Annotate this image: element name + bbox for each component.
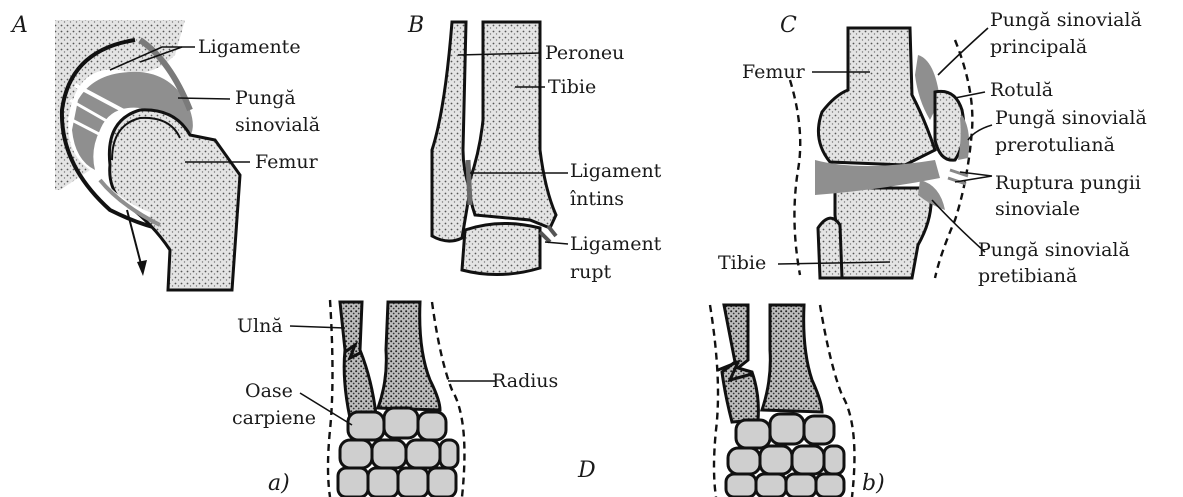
- panel-label-b-sub: b): [862, 471, 885, 496]
- label-ruptura-2: sinoviale: [995, 198, 1080, 220]
- panel-label-a: A: [10, 13, 28, 38]
- label-radius: Radius: [492, 370, 558, 392]
- force-arrow-head: [137, 260, 147, 276]
- label-ligament-intins-2: întins: [570, 188, 624, 210]
- label-punga-1: Pungă: [235, 87, 296, 109]
- tibia-c: [835, 188, 931, 278]
- panel-label-c: C: [780, 13, 797, 38]
- label-tibie-b: Tibie: [548, 76, 596, 98]
- label-punga-principala-1: Pungă sinovială: [990, 9, 1142, 31]
- label-punga-pretibiana-1: Pungă sinovială: [978, 239, 1130, 261]
- panel-b-ankle: B Peroneu Tibie Ligament întins Ligament…: [407, 13, 662, 283]
- label-ligament-rupt-1: Ligament: [570, 233, 662, 255]
- label-oase-carpiene-1: Oase: [245, 380, 293, 402]
- carpal-bones-a: [338, 408, 458, 497]
- fibula-c: [818, 218, 842, 278]
- label-oase-carpiene-2: carpiene: [232, 407, 316, 429]
- talus: [462, 223, 540, 274]
- skin-left-b: [710, 305, 718, 497]
- label-punga-prerotuliana-1: Pungă sinovială: [995, 107, 1147, 129]
- label-peroneu: Peroneu: [545, 42, 624, 64]
- skin-line-back: [790, 80, 800, 275]
- force-arrow-line: [127, 210, 142, 268]
- patella: [935, 91, 964, 160]
- radius-a: [378, 302, 440, 410]
- label-femur-a: Femur: [255, 151, 319, 173]
- radius-b: [762, 305, 822, 412]
- femur-c: [818, 28, 935, 165]
- label-ruptura-1: Ruptura pungii: [995, 172, 1141, 194]
- label-punga-pretibiana-2: pretibiană: [978, 265, 1077, 287]
- label-ligament-rupt-2: rupt: [570, 261, 611, 283]
- skin-left-a: [328, 300, 333, 497]
- carpal-bones-b: [726, 414, 844, 497]
- panel-c-knee: C Femur Tibie Pungă sinovială principală…: [718, 9, 1147, 287]
- ligament-stretched: [468, 160, 470, 205]
- panel-label-d: D: [577, 458, 596, 483]
- label-punga-2: sinovială: [235, 114, 320, 136]
- panel-d-wrist-b: b): [710, 305, 885, 497]
- ulna-a: [340, 302, 376, 418]
- label-rotula: Rotulă: [990, 79, 1053, 101]
- panel-d-wrist-a: Ulnă Radius Oase carpiene a) D: [232, 300, 596, 497]
- panel-label-a-sub: a): [268, 471, 290, 496]
- label-femur-c: Femur: [742, 61, 806, 83]
- label-punga-prerotuliana-2: prerotuliană: [995, 134, 1115, 156]
- label-punga-principala-2: principală: [990, 36, 1087, 58]
- label-ligament-intins-1: Ligament: [570, 160, 662, 182]
- label-tibie-c: Tibie: [718, 252, 766, 274]
- panel-label-b: B: [407, 13, 424, 38]
- panel-a-hip: A Ligamente Pungă sinovială Femur: [10, 13, 320, 290]
- ulna-b: [722, 305, 758, 422]
- label-ulna: Ulnă: [237, 315, 283, 337]
- femur-a: [109, 110, 240, 290]
- label-ligamente: Ligamente: [198, 36, 301, 58]
- ligament-torn: [540, 226, 556, 242]
